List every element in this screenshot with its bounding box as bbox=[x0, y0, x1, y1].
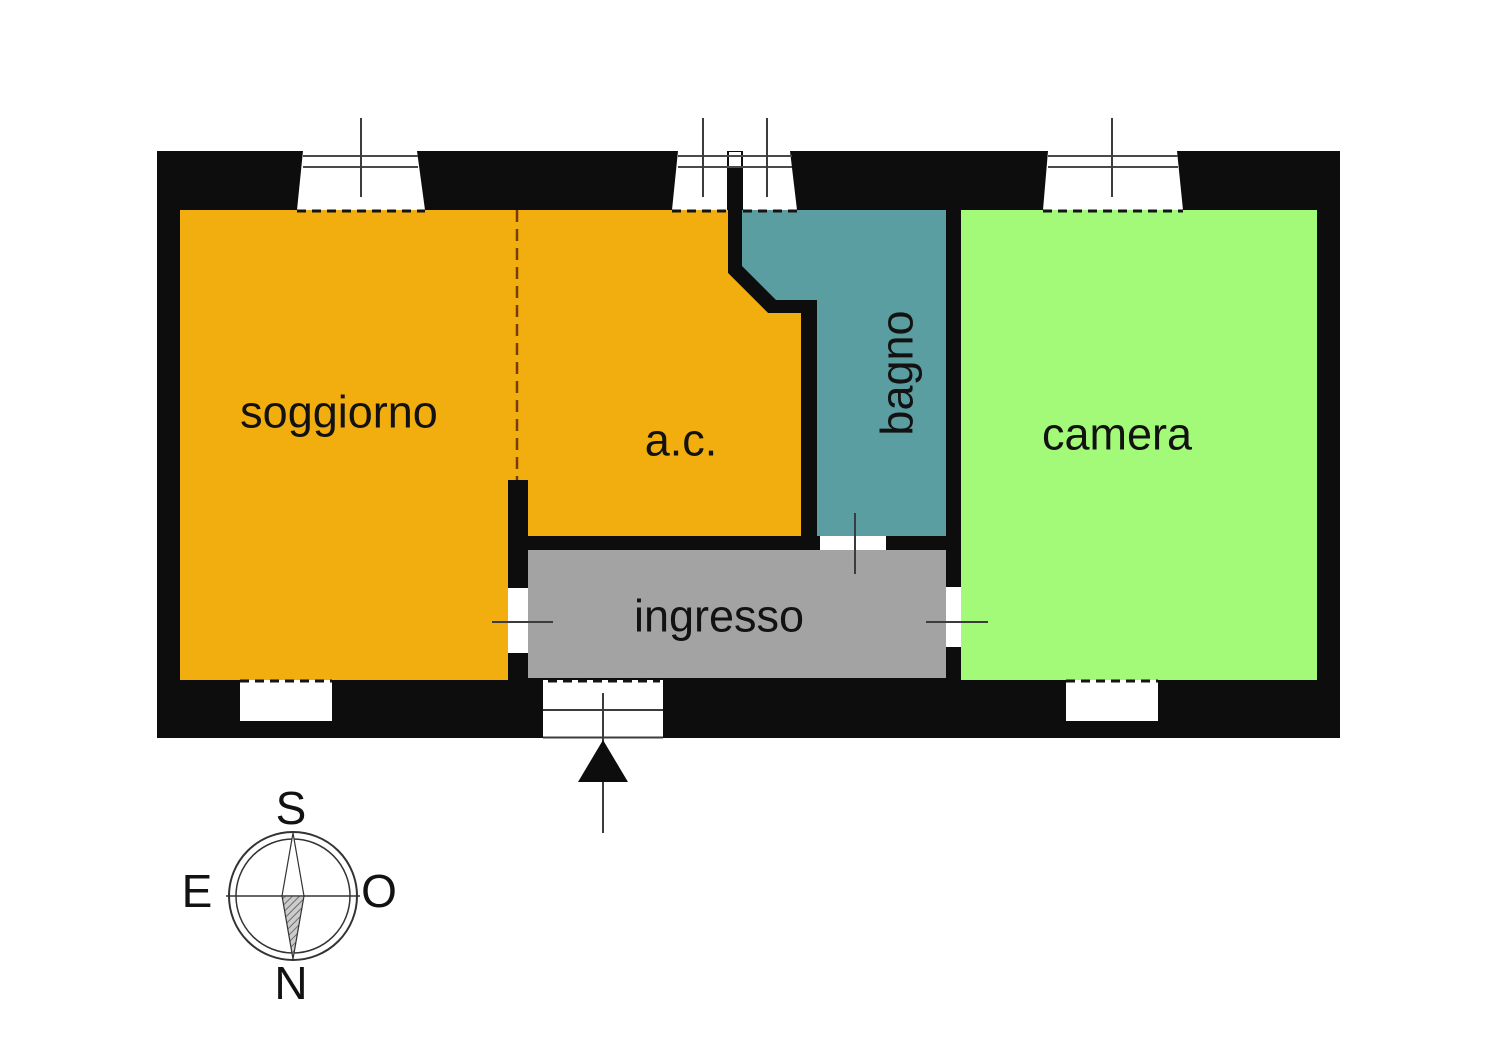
compass-letter-top: S bbox=[276, 782, 307, 834]
door-soggiorno bbox=[508, 588, 528, 653]
compass-rose: S E O N bbox=[182, 782, 397, 1009]
door-axis-lines bbox=[492, 513, 988, 623]
room-bagno bbox=[742, 210, 946, 537]
window-bagno bbox=[743, 151, 797, 210]
niche-soggiorno bbox=[240, 680, 332, 721]
compass-letter-bottom: N bbox=[274, 957, 307, 1009]
niche-camera bbox=[1066, 680, 1158, 721]
dashed-sills bbox=[240, 209, 1183, 683]
compass-letter-left: E bbox=[182, 865, 213, 917]
compass-letter-right: O bbox=[361, 865, 397, 917]
wall-ingresso-top bbox=[508, 536, 961, 550]
room-ac bbox=[523, 210, 801, 536]
window-axis-lines bbox=[360, 118, 1113, 197]
label-ac: a.c. bbox=[645, 415, 718, 466]
window-mullion bbox=[729, 152, 741, 168]
room-camera bbox=[961, 210, 1317, 680]
compass-needle-south bbox=[281, 832, 305, 897]
window-ac bbox=[672, 151, 727, 210]
label-camera: camera bbox=[1042, 409, 1193, 460]
compass-needle-north bbox=[281, 895, 305, 960]
room-ingresso bbox=[528, 550, 946, 678]
entrance-arrow bbox=[578, 740, 628, 782]
door-bagno bbox=[820, 536, 886, 550]
label-ingresso: ingresso bbox=[634, 591, 804, 642]
label-soggiorno: soggiorno bbox=[240, 387, 438, 438]
door-camera bbox=[946, 587, 961, 647]
label-bagno: bagno bbox=[872, 310, 923, 435]
